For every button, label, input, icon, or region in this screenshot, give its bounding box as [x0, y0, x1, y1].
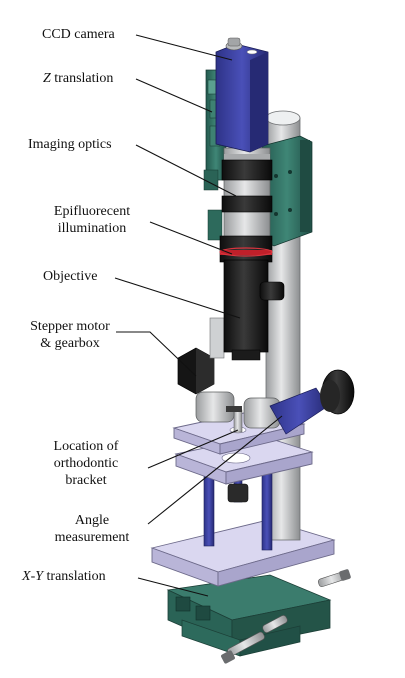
label-z-rest: translation [50, 71, 114, 86]
base-plate [150, 519, 336, 587]
label-epifluorescent-line2: illumination [57, 221, 127, 236]
label-angle-line1: Angle [74, 513, 110, 528]
label-location-line2: orthodontic [53, 456, 119, 471]
leader-bracket-location [147, 429, 239, 469]
xy-translation-stage [166, 569, 351, 664]
label-xy-translation: X-Y translation [22, 568, 106, 585]
rotation-assembly [177, 347, 355, 435]
leader-ccd-camera [135, 34, 233, 61]
leader-angle-measurement [147, 415, 283, 525]
label-xy-rest: translation [43, 569, 106, 584]
label-stepper-line2: & gearbox [40, 336, 100, 351]
label-imaging-optics: Imaging optics [28, 137, 112, 152]
label-xy-dash: - [30, 569, 36, 584]
micrometer-knob-front [221, 615, 288, 664]
label-y-variable: Y [35, 569, 44, 584]
leader-imaging-optics [135, 144, 237, 197]
leader-stepper-motor [116, 331, 197, 377]
label-epifluorescent-illumination: Epifluorecent illumination [34, 203, 150, 237]
label-location-line1: Location of [53, 439, 119, 454]
label-location-line3: bracket [65, 473, 107, 488]
leader-xy-translation [137, 577, 209, 597]
bracket-holder [227, 483, 249, 503]
leader-epifluorescent [149, 221, 233, 255]
label-x-variable: X [22, 569, 31, 584]
leader-objective [114, 277, 241, 319]
epifluorescent-illumination [219, 235, 273, 263]
label-z-translation: Z translation [43, 70, 113, 87]
label-z-variable: Z [43, 71, 51, 86]
leader-lines [114, 34, 283, 597]
micrometer-knob-right [317, 569, 351, 587]
ccd-camera [215, 37, 269, 153]
label-angle-line2: measurement [54, 530, 130, 545]
label-stepper-motor-gearbox: Stepper motor & gearbox [20, 318, 120, 352]
label-objective: Objective [43, 269, 98, 284]
label-ccd-camera: CCD camera [42, 27, 115, 42]
bracket-pin [233, 409, 243, 433]
imaging-optics-tube [221, 147, 273, 241]
post-mount-block [207, 135, 313, 247]
middle-plate [174, 435, 314, 485]
label-angle-measurement: Angle measurement [34, 512, 150, 546]
leader-z-translation [135, 78, 213, 113]
label-stepper-line1: Stepper motor [30, 319, 110, 334]
objective-lens [223, 259, 285, 361]
objective-bracket [209, 317, 225, 359]
label-epifluorescent-line1: Epifluorecent [53, 204, 131, 219]
label-bracket-location: Location of orthodontic bracket [24, 438, 148, 489]
